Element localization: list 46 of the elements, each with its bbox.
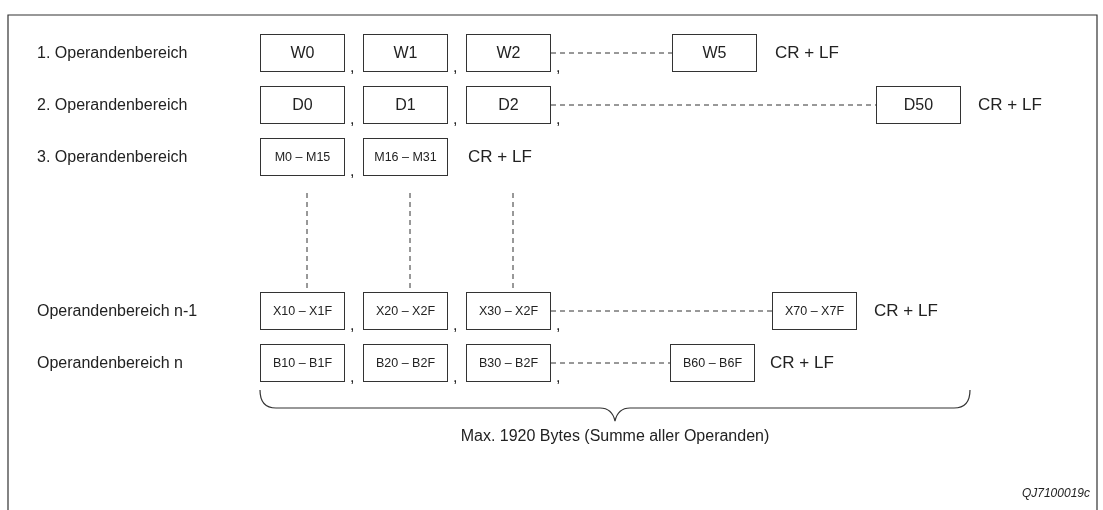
- separator-comma: ,: [350, 110, 355, 128]
- operand-box: B30 – B2F: [466, 344, 551, 382]
- separator-comma: ,: [556, 316, 561, 334]
- separator-comma: ,: [453, 110, 458, 128]
- operand-box: D2: [466, 86, 551, 124]
- operand-box: M0 – M15: [260, 138, 345, 176]
- separator-comma: ,: [350, 162, 355, 180]
- dashed-connector: [550, 310, 773, 312]
- separator-comma: ,: [453, 58, 458, 76]
- separator-comma: ,: [556, 110, 561, 128]
- operand-box: W5: [672, 34, 757, 72]
- operand-box: B20 – B2F: [363, 344, 448, 382]
- separator-comma: ,: [453, 316, 458, 334]
- separator-comma: ,: [350, 368, 355, 386]
- separator-comma: ,: [350, 58, 355, 76]
- operand-box: X70 – X7F: [772, 292, 857, 330]
- operand-box: B10 – B1F: [260, 344, 345, 382]
- operand-box: W1: [363, 34, 448, 72]
- line-terminator-label: CR + LF: [770, 354, 834, 372]
- operand-box: B60 – B6F: [670, 344, 755, 382]
- separator-comma: ,: [556, 368, 561, 386]
- dashed-connector: [550, 362, 671, 364]
- row-label: 1. Operandenbereich: [37, 44, 188, 62]
- row-label: 2. Operandenbereich: [37, 96, 188, 114]
- separator-comma: ,: [453, 368, 458, 386]
- brace-caption: Max. 1920 Bytes (Summe aller Operanden): [460, 427, 770, 445]
- operand-box: D0: [260, 86, 345, 124]
- figure-code: QJ7100019c: [1021, 486, 1090, 500]
- operand-box: D50: [876, 86, 961, 124]
- separator-comma: ,: [556, 58, 561, 76]
- operand-box: X20 – X2F: [363, 292, 448, 330]
- operand-box: W2: [466, 34, 551, 72]
- operand-box: D1: [363, 86, 448, 124]
- row-label: Operandenbereich n-1: [37, 302, 198, 320]
- operand-box: M16 – M31: [363, 138, 448, 176]
- line-terminator-label: CR + LF: [874, 302, 938, 320]
- row-label: Operandenbereich n: [37, 354, 183, 372]
- operand-box: X30 – X2F: [466, 292, 551, 330]
- dashed-connector: [550, 52, 673, 54]
- row-label: 3. Operandenbereich: [37, 148, 188, 166]
- operand-box: X10 – X1F: [260, 292, 345, 330]
- operand-box: W0: [260, 34, 345, 72]
- line-terminator-label: CR + LF: [468, 148, 532, 166]
- line-terminator-label: CR + LF: [978, 96, 1042, 114]
- line-terminator-label: CR + LF: [775, 44, 839, 62]
- separator-comma: ,: [350, 316, 355, 334]
